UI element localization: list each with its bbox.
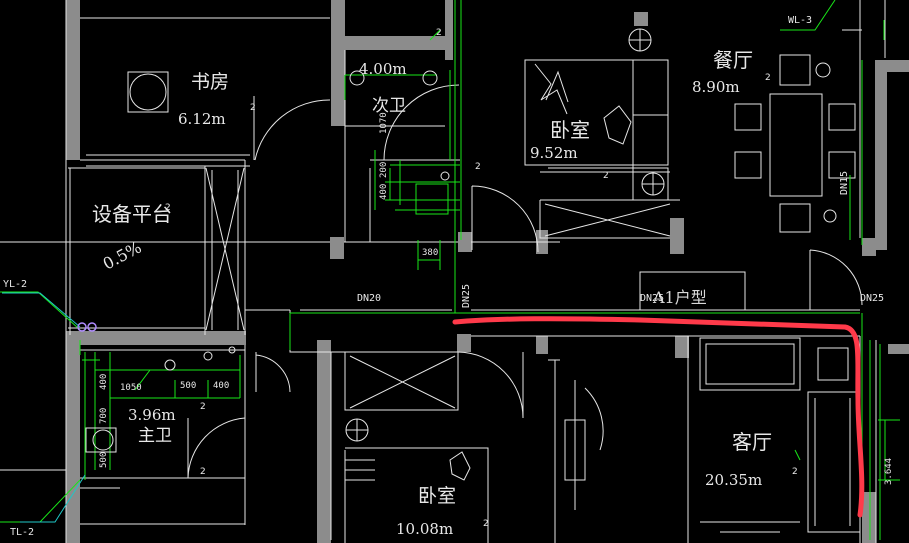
dimension-3644: 3.644	[884, 457, 894, 485]
room-name-bed2: 卧室	[418, 485, 457, 507]
room-area-living: 20.35m	[705, 471, 763, 489]
room-name-dining: 餐厅	[713, 48, 753, 72]
redline-markup	[452, 316, 865, 518]
level-mark: 2	[200, 467, 206, 477]
riser-markers	[77, 322, 97, 332]
room-name-master-wc: 主卫	[138, 426, 172, 446]
dimension-400-master: 400	[99, 373, 109, 390]
dimension-700: 700	[99, 407, 109, 424]
room-area-study: 6.12m	[178, 110, 226, 128]
structure-lines	[0, 0, 886, 543]
dimension-500-bottom: 500	[99, 451, 109, 468]
room-name-living: 客厅	[732, 430, 772, 454]
level-mark: 2	[603, 171, 609, 181]
pipe-label-dn25-right: DN25	[860, 293, 885, 304]
dimension-200: 200	[379, 161, 389, 178]
room-name-study: 书房	[191, 71, 230, 93]
pipe-label-dn25-vertical: DN25	[461, 283, 472, 308]
room-name-bed1: 卧室	[550, 118, 590, 142]
dimension-1070: 1070	[379, 112, 389, 134]
room-area-bed1: 9.52m	[530, 144, 578, 162]
room-area-master-wc: 3.96m	[128, 406, 176, 424]
pipe-label-dn15: DN15	[839, 170, 850, 195]
fixtures	[85, 28, 837, 453]
pipe-label-dn25-mid: DN25	[640, 293, 665, 304]
pipe-label-dn20: DN20	[357, 293, 382, 304]
level-mark: 2	[765, 73, 771, 83]
dimension-400-right: 400	[213, 381, 230, 391]
level-mark: 2	[165, 203, 171, 213]
room-area-bed2: 10.08m	[396, 520, 454, 538]
leaders	[2, 292, 86, 523]
level-mark: 2	[475, 162, 481, 172]
walls	[66, 0, 909, 543]
riser-tag-wl3: WL-3	[788, 15, 813, 26]
level-mark: 2	[792, 467, 798, 477]
room-area-dining: 8.90m	[692, 78, 740, 96]
room-area-wc2: 4.00m	[359, 60, 407, 78]
room-name-wc2: 次卫	[372, 96, 406, 116]
level-mark: 2	[250, 103, 256, 113]
level-mark: 2	[200, 402, 206, 412]
riser-tag-yl2: YL-2	[3, 279, 28, 290]
dimension-400-wc2: 400	[379, 183, 389, 200]
room-name-equipment-platform: 设备平台	[92, 202, 172, 226]
level-mark: 2	[483, 519, 489, 529]
dimension-380: 380	[422, 248, 439, 258]
riser-tag-tl2: TL-2	[10, 527, 35, 538]
unit-type-label: A1户型	[653, 288, 707, 307]
dimension-500: 500	[180, 381, 197, 391]
level-mark: 2	[436, 28, 442, 38]
dimension-1050: 1050	[120, 383, 142, 393]
